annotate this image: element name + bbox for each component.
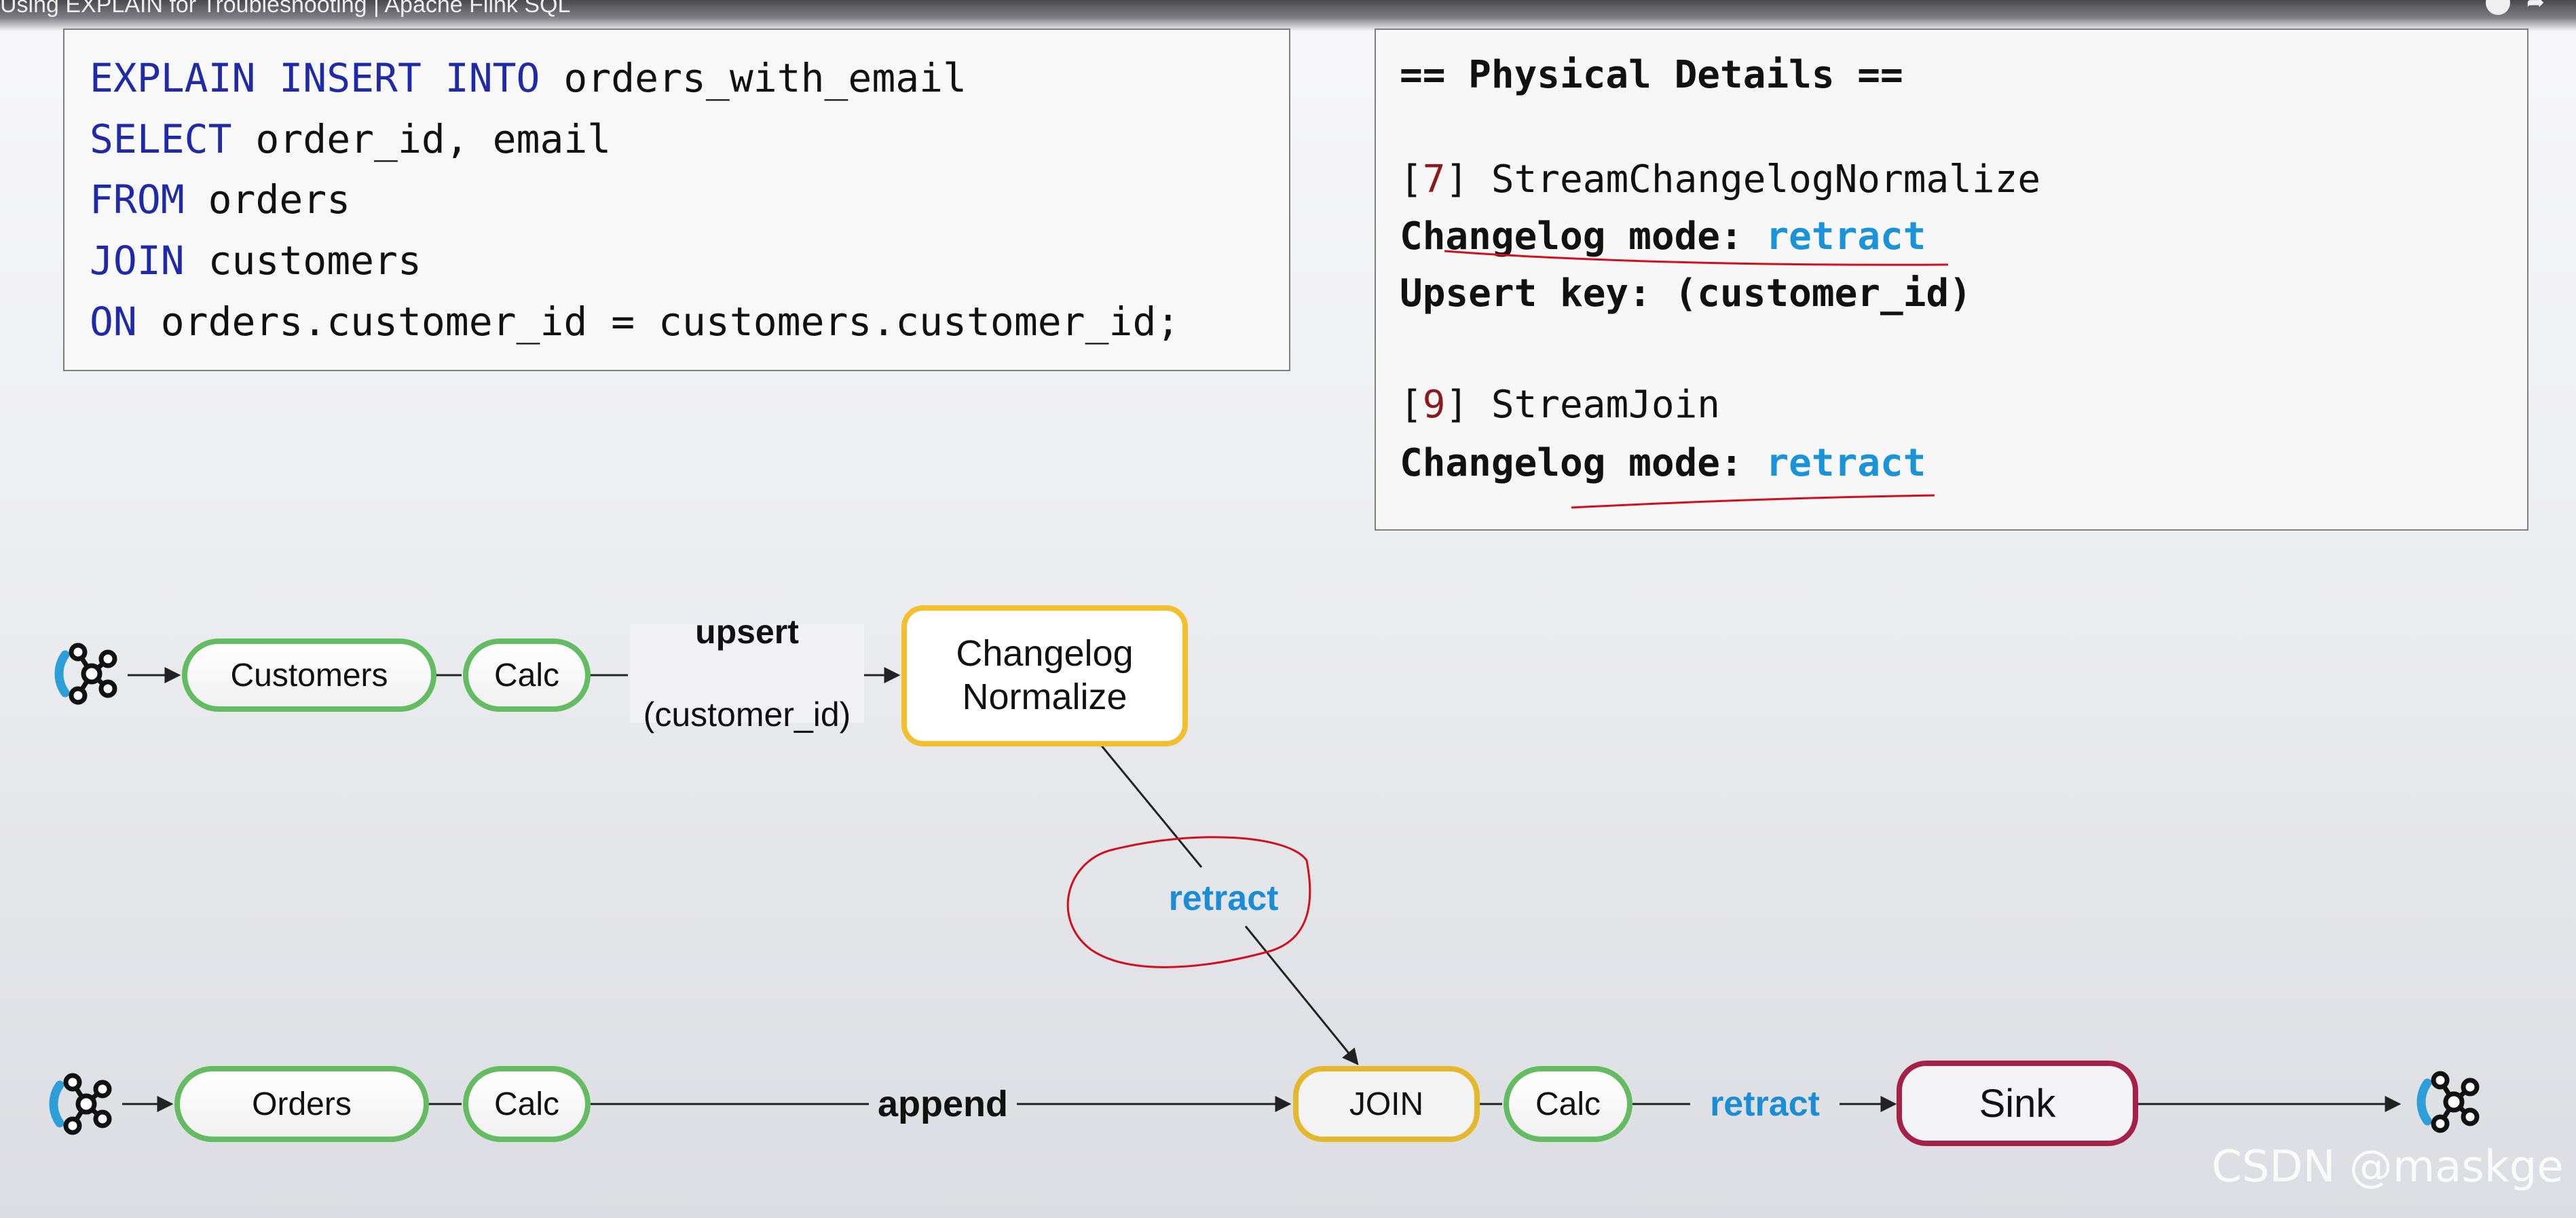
- upsert-edge-label: upsert (customer_id): [630, 613, 864, 734]
- calc-node-bottom: Calc: [463, 1066, 591, 1142]
- kafka-source-customers-icon: [59, 645, 115, 702]
- join-node: JOIN: [1293, 1066, 1480, 1142]
- video-title: Using EXPLAIN for Troubleshooting | Apac…: [0, 0, 571, 18]
- calc-node-after-join: Calc: [1504, 1066, 1632, 1142]
- operator-7-line: [7] StreamChangelogNormalize: [1400, 157, 2040, 202]
- sql-query-panel: EXPLAIN INSERT INTO orders_with_email SE…: [63, 28, 1290, 371]
- sql-keyword: SELECT: [90, 116, 232, 162]
- sql-line-5: ON orders.customer_id = customers.custom…: [90, 299, 1180, 345]
- sql-line-3: FROM orders: [90, 176, 350, 223]
- share-icon[interactable]: ➦: [2526, 0, 2545, 15]
- operator-7-mode: Changelog mode: retract: [1400, 214, 1926, 259]
- annotation-retract-circle: [1066, 836, 1311, 968]
- annotation-underline-2: [1571, 494, 1935, 509]
- operator-9-name: StreamJoin: [1468, 383, 1721, 427]
- sql-line-4: JOIN customers: [90, 237, 422, 284]
- sql-text: customers: [184, 237, 422, 284]
- sql-line-1: EXPLAIN INSERT INTO orders_with_email: [90, 55, 967, 101]
- sql-keyword: FROM: [90, 176, 185, 223]
- sink-node: Sink: [1897, 1061, 2138, 1146]
- annotation-underline-1: [1444, 250, 1949, 266]
- operator-9-line: [9] StreamJoin: [1400, 383, 1720, 427]
- operator-9-mode: Changelog mode: retract: [1400, 441, 1926, 485]
- sql-text: orders: [184, 176, 351, 223]
- retract-edge-label-bottom: retract: [1710, 1084, 1820, 1124]
- changelog-mode-label: Changelog mode:: [1400, 441, 1743, 485]
- sql-keyword: ON: [90, 299, 137, 345]
- retract-edge-label-middle: retract: [1168, 879, 1279, 918]
- physical-details-panel: == Physical Details == [7] StreamChangel…: [1375, 28, 2528, 531]
- sql-text: orders_with_email: [540, 55, 967, 101]
- changelog-normalize-node: Changelog Normalize: [901, 605, 1188, 746]
- edge-normalize-to-join-lower: [1244, 926, 1359, 1065]
- video-top-bar: Using EXPLAIN for Troubleshooting | Apac…: [0, 0, 2576, 31]
- changelog-mode-value: retract: [1766, 441, 1926, 485]
- changelog-mode-label: Changelog mode:: [1400, 214, 1743, 259]
- sql-text: order_id, email: [231, 116, 612, 162]
- watermark: CSDN @maskge: [2211, 1142, 2564, 1192]
- customers-node: Customers: [182, 639, 436, 712]
- sql-line-2: SELECT order_id, email: [90, 116, 611, 162]
- channel-avatar[interactable]: [2486, 0, 2510, 15]
- upsert-key: (customer_id): [643, 696, 851, 734]
- sql-text: orders.customer_id = customers.customer_…: [136, 299, 1180, 345]
- upsert-title: upsert: [695, 613, 799, 651]
- edge-normalize-to-join-upper: [1100, 744, 1203, 868]
- operator-7-id: [7]: [1400, 157, 1469, 202]
- operator-7-upsert-key: Upsert key: (customer_id): [1400, 271, 1972, 316]
- orders-node: Orders: [174, 1066, 429, 1142]
- kafka-sink-icon: [2421, 1073, 2477, 1130]
- physical-details-header: == Physical Details ==: [1400, 53, 1903, 97]
- calc-node-top: Calc: [463, 639, 591, 712]
- append-edge-label: append: [877, 1084, 1008, 1124]
- changelog-mode-value: retract: [1766, 214, 1926, 259]
- operator-9-id: [9]: [1400, 383, 1469, 427]
- kafka-source-orders-icon: [54, 1076, 109, 1133]
- sql-keyword: JOIN: [90, 237, 185, 284]
- sql-keyword: EXPLAIN INSERT INTO: [90, 55, 540, 101]
- operator-7-name: StreamChangelogNormalize: [1468, 157, 2041, 202]
